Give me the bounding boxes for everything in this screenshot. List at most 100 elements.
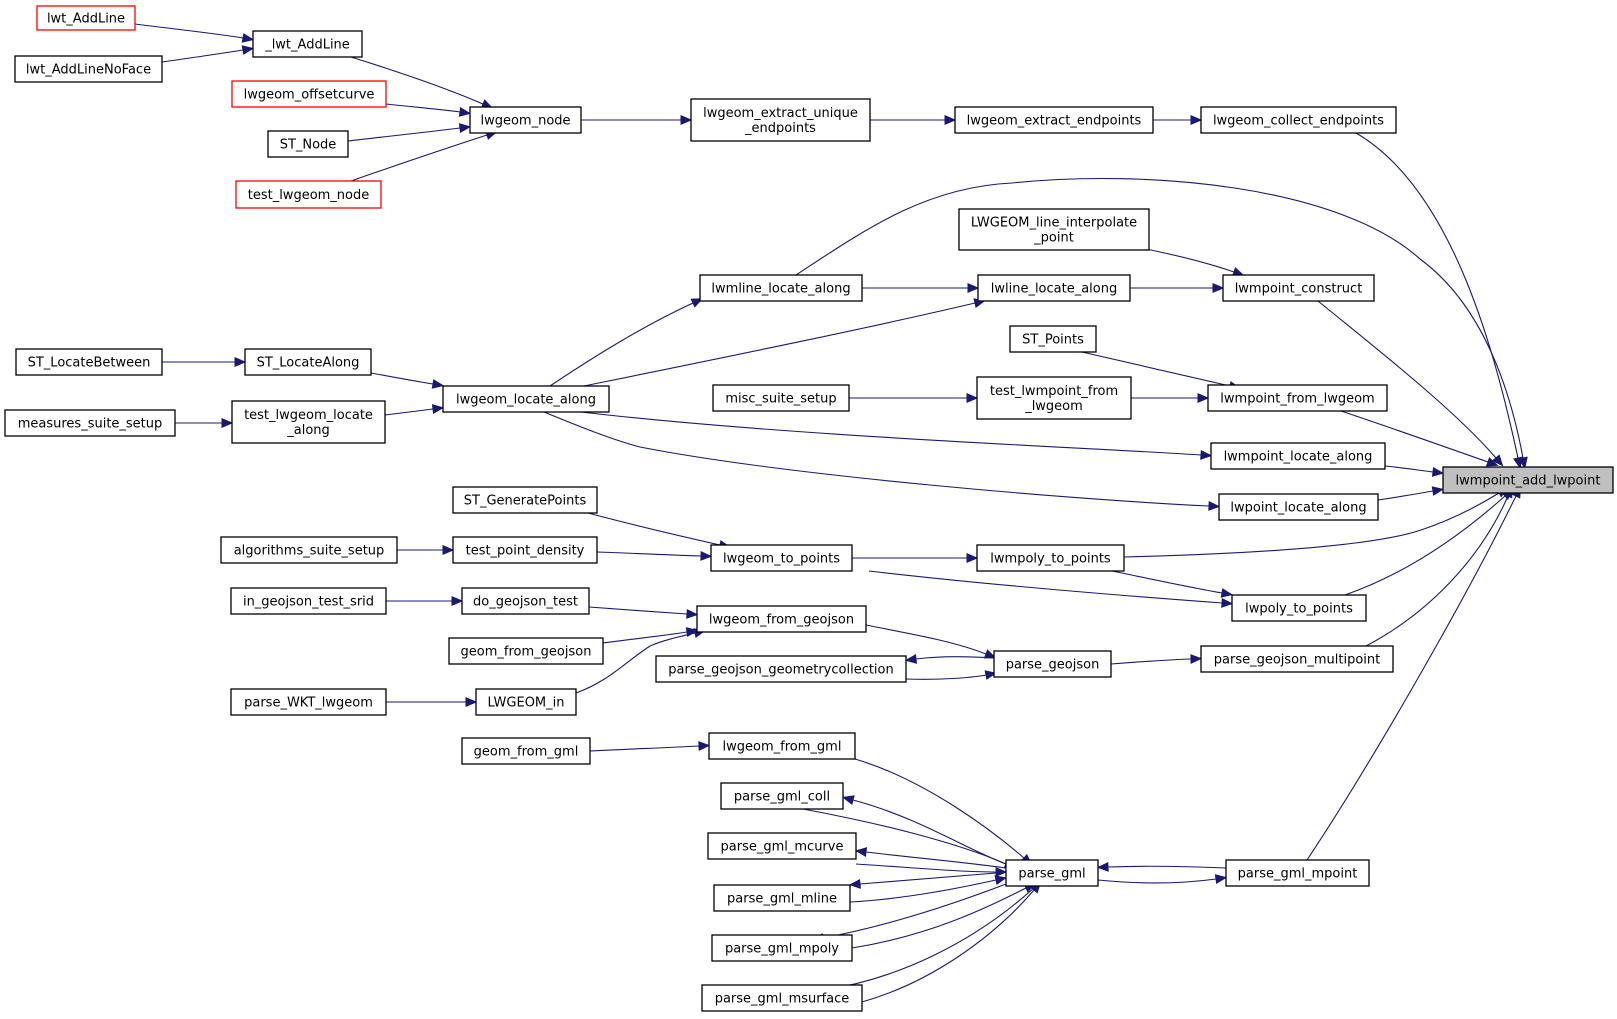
node-box[interactable] xyxy=(235,180,382,209)
node-box[interactable] xyxy=(976,376,1132,420)
node-_lwt_AddLine[interactable]: _lwt_AddLine xyxy=(252,30,363,58)
node-lwpoly_to_points[interactable]: lwpoly_to_points xyxy=(1231,594,1367,622)
node-misc_suite_setup[interactable]: misc_suite_setup xyxy=(712,384,850,412)
node-test_lwgeom_locate_along[interactable]: test_lwgeom_locate_along xyxy=(231,400,386,444)
node-parse_gml_msurface[interactable]: parse_gml_msurface xyxy=(701,984,863,1012)
node-box[interactable] xyxy=(958,208,1150,251)
node-test_point_density[interactable]: test_point_density xyxy=(452,536,598,564)
node-box[interactable] xyxy=(976,544,1125,572)
node-lwgeom_node[interactable]: lwgeom_node xyxy=(469,106,582,134)
node-box[interactable] xyxy=(469,106,582,134)
node-test_lwgeom_node[interactable]: test_lwgeom_node xyxy=(235,180,382,209)
node-box[interactable] xyxy=(36,5,136,31)
node-parse_gml_mpoly[interactable]: parse_gml_mpoly xyxy=(711,934,853,962)
node-box[interactable] xyxy=(954,106,1154,134)
node-box[interactable] xyxy=(267,130,349,158)
node-box[interactable] xyxy=(713,884,851,912)
node-parse_gml_coll[interactable]: parse_gml_coll xyxy=(720,782,844,810)
node-box[interactable] xyxy=(977,274,1131,302)
node-algorithms_suite_setup[interactable]: algorithms_suite_setup xyxy=(220,536,398,564)
node-box[interactable] xyxy=(1200,106,1397,134)
node-ST_LocateBetween[interactable]: ST_LocateBetween xyxy=(15,348,163,376)
node-parse_geojson_multipoint[interactable]: parse_geojson_multipoint xyxy=(1200,645,1394,673)
node-box[interactable] xyxy=(231,80,387,108)
node-box[interactable] xyxy=(461,587,590,615)
node-lwgeom_from_gml[interactable]: lwgeom_from_gml xyxy=(708,732,856,760)
node-lwgeom_extract_unique_endpoints[interactable]: lwgeom_extract_unique_endpoints xyxy=(690,98,871,142)
node-box[interactable] xyxy=(1231,594,1367,622)
node-parse_gml_mcurve[interactable]: parse_gml_mcurve xyxy=(707,832,857,860)
node-lwpoint_locate_along[interactable]: lwpoint_locate_along xyxy=(1218,493,1379,521)
node-box[interactable] xyxy=(1222,274,1375,302)
node-geom_from_geojson[interactable]: geom_from_geojson xyxy=(448,637,604,665)
node-parse_gml[interactable]: parse_gml xyxy=(1005,859,1099,887)
node-geom_from_gml[interactable]: geom_from_gml xyxy=(461,737,591,765)
node-lwgeom_offsetcurve[interactable]: lwgeom_offsetcurve xyxy=(231,80,387,108)
node-box[interactable] xyxy=(696,605,867,633)
node-box[interactable] xyxy=(452,536,598,564)
node-box[interactable] xyxy=(14,55,163,83)
node-parse_gml_mpoint[interactable]: parse_gml_mpoint xyxy=(1225,859,1370,887)
node-box[interactable] xyxy=(711,934,853,962)
node-box[interactable] xyxy=(475,688,577,716)
node-ST_LocateAlong[interactable]: ST_LocateAlong xyxy=(244,348,372,376)
node-lwline_locate_along[interactable]: lwline_locate_along xyxy=(977,274,1131,302)
node-box[interactable] xyxy=(1009,325,1097,353)
node-lwgeom_locate_along[interactable]: lwgeom_locate_along xyxy=(442,385,610,413)
node-box[interactable] xyxy=(710,544,853,572)
node-lwgeom_from_geojson[interactable]: lwgeom_from_geojson xyxy=(696,605,867,633)
node-box[interactable] xyxy=(15,348,163,376)
node-box[interactable] xyxy=(1207,384,1388,412)
node-box[interactable] xyxy=(993,650,1112,678)
node-box[interactable] xyxy=(230,688,387,716)
node-parse_gml_mline[interactable]: parse_gml_mline xyxy=(713,884,851,912)
node-box[interactable] xyxy=(707,832,857,860)
node-box[interactable] xyxy=(252,30,363,58)
node-parse_geojson_geometrycollection[interactable]: parse_geojson_geometrycollection xyxy=(655,655,907,683)
node-box[interactable] xyxy=(720,782,844,810)
node-box[interactable] xyxy=(701,984,863,1012)
node-box[interactable] xyxy=(712,384,850,412)
node-box[interactable] xyxy=(452,486,598,514)
node-box[interactable] xyxy=(1225,859,1370,887)
node-lwmpoint_from_lwgeom[interactable]: lwmpoint_from_lwgeom xyxy=(1207,384,1388,412)
node-box[interactable] xyxy=(4,409,176,437)
node-LWGEOM_in[interactable]: LWGEOM_in xyxy=(475,688,577,716)
node-measures_suite_setup[interactable]: measures_suite_setup xyxy=(4,409,176,437)
node-box[interactable] xyxy=(1218,493,1379,521)
node-lwmpoly_to_points[interactable]: lwmpoly_to_points xyxy=(976,544,1125,572)
node-box[interactable] xyxy=(690,98,871,142)
node-box[interactable] xyxy=(1200,645,1394,673)
node-box[interactable] xyxy=(699,274,863,302)
node-ST_Points[interactable]: ST_Points xyxy=(1009,325,1097,353)
node-ST_GeneratePoints[interactable]: ST_GeneratePoints xyxy=(452,486,598,514)
node-lwmline_locate_along[interactable]: lwmline_locate_along xyxy=(699,274,863,302)
node-box[interactable] xyxy=(244,348,372,376)
node-lwgeom_collect_endpoints[interactable]: lwgeom_collect_endpoints xyxy=(1200,106,1397,134)
node-lwgeom_to_points[interactable]: lwgeom_to_points xyxy=(710,544,853,572)
node-ST_Node[interactable]: ST_Node xyxy=(267,130,349,158)
node-box[interactable] xyxy=(461,737,591,765)
node-lwt_AddLine[interactable]: lwt_AddLine xyxy=(36,5,136,31)
node-LWGEOM_line_interpolate_point[interactable]: LWGEOM_line_interpolate_point xyxy=(958,208,1150,251)
node-lwmpoint_locate_along[interactable]: lwmpoint_locate_along xyxy=(1210,442,1386,470)
node-parse_WKT_lwgeom[interactable]: parse_WKT_lwgeom xyxy=(230,688,387,716)
node-lwt_AddLineNoFace[interactable]: lwt_AddLineNoFace xyxy=(14,55,163,83)
node-box[interactable] xyxy=(1210,442,1386,470)
node-box[interactable] xyxy=(230,587,387,615)
node-test_lwmpoint_from_lwgeom[interactable]: test_lwmpoint_from_lwgeom xyxy=(976,376,1132,420)
node-lwmpoint_construct[interactable]: lwmpoint_construct xyxy=(1222,274,1375,302)
node-box[interactable] xyxy=(442,385,610,413)
node-box[interactable] xyxy=(1442,466,1614,494)
node-box[interactable] xyxy=(1005,859,1099,887)
node-box[interactable] xyxy=(448,637,604,665)
node-in_geojson_test_srid[interactable]: in_geojson_test_srid xyxy=(230,587,387,615)
node-box[interactable] xyxy=(220,536,398,564)
node-box[interactable] xyxy=(655,655,907,683)
node-lwmpoint_add_lwpoint[interactable]: lwmpoint_add_lwpoint xyxy=(1442,466,1614,494)
node-parse_geojson[interactable]: parse_geojson xyxy=(993,650,1112,678)
node-lwgeom_extract_endpoints[interactable]: lwgeom_extract_endpoints xyxy=(954,106,1154,134)
node-do_geojson_test[interactable]: do_geojson_test xyxy=(461,587,590,615)
node-box[interactable] xyxy=(708,732,856,760)
node-box[interactable] xyxy=(231,400,386,444)
